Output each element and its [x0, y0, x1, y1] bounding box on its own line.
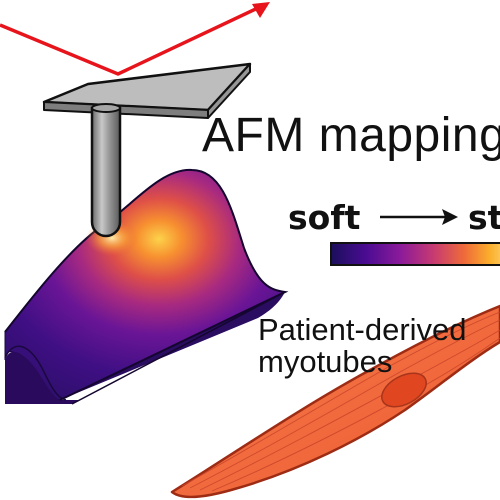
- cell-surface-icon: [4, 168, 289, 405]
- nucleus-icon: [381, 372, 427, 408]
- colorbar-stiff-label: sti: [468, 198, 500, 237]
- sample-label-line1: Patient-derived: [258, 312, 467, 347]
- stiffness-colorbar: [330, 242, 500, 266]
- afm-cantilever-icon: [42, 62, 252, 119]
- afm-tip-icon: [90, 103, 122, 238]
- colorbar-soft-label: soft: [288, 198, 361, 237]
- laser-beam-icon: [0, 2, 270, 76]
- right-arrow-icon: [380, 209, 458, 225]
- myotube-cell-icon: [170, 304, 500, 499]
- sample-label-line2: myotubes: [258, 344, 393, 379]
- title: AFM mapping: [202, 109, 500, 162]
